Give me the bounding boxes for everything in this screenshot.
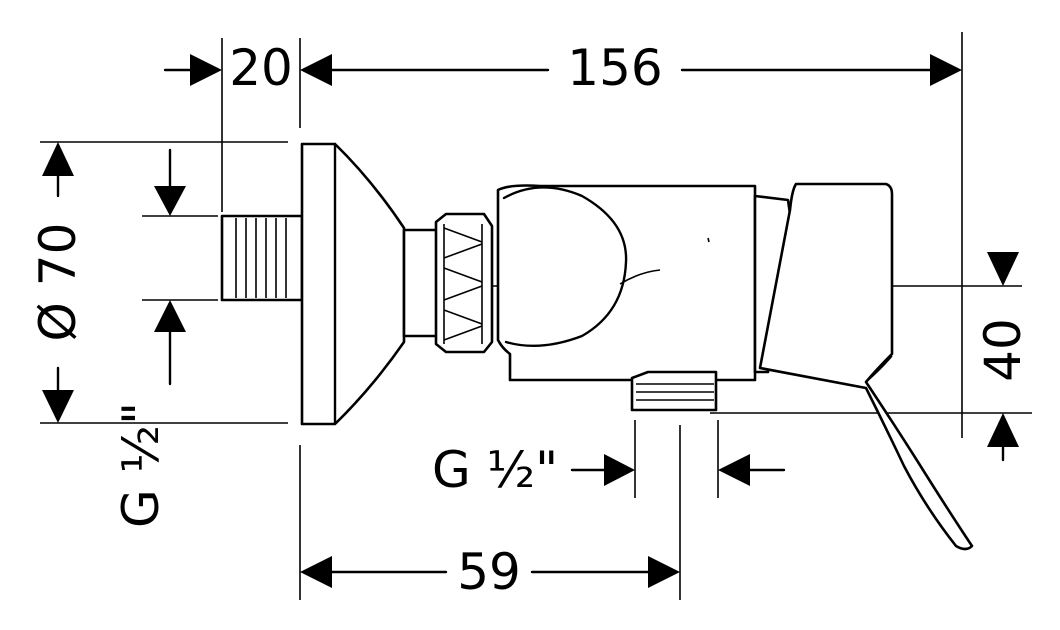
dimension-diameter-70	[42, 142, 74, 423]
dimension-156	[330, 54, 962, 86]
outlet-thread-label: G ½"	[432, 441, 558, 499]
dimension-40-label: 40	[974, 318, 1032, 382]
dimension-40	[987, 252, 1019, 462]
dimension-59-label: 59	[457, 543, 521, 601]
lever-handle	[753, 182, 974, 551]
cover-rosette	[300, 142, 406, 426]
dimension-59	[300, 556, 680, 588]
inlet-nipple	[220, 214, 304, 302]
rosette-diameter-label: Ø 70	[29, 223, 87, 342]
dimension-20	[163, 54, 332, 86]
connection-nut	[402, 212, 494, 354]
outlet-thread	[630, 370, 718, 412]
dimension-156-label: 156	[567, 39, 662, 97]
dimension-20-label: 20	[229, 39, 293, 97]
inlet-thread-label: G ½"	[112, 402, 170, 528]
dimension-inlet-thread	[154, 148, 186, 386]
dimension-outlet-thread	[570, 454, 786, 486]
mixer-body	[496, 184, 757, 382]
dimension-labels: 20 156 59 G ½" Ø 70 G ½" 40	[29, 39, 1032, 601]
extension-lines	[40, 32, 1032, 600]
